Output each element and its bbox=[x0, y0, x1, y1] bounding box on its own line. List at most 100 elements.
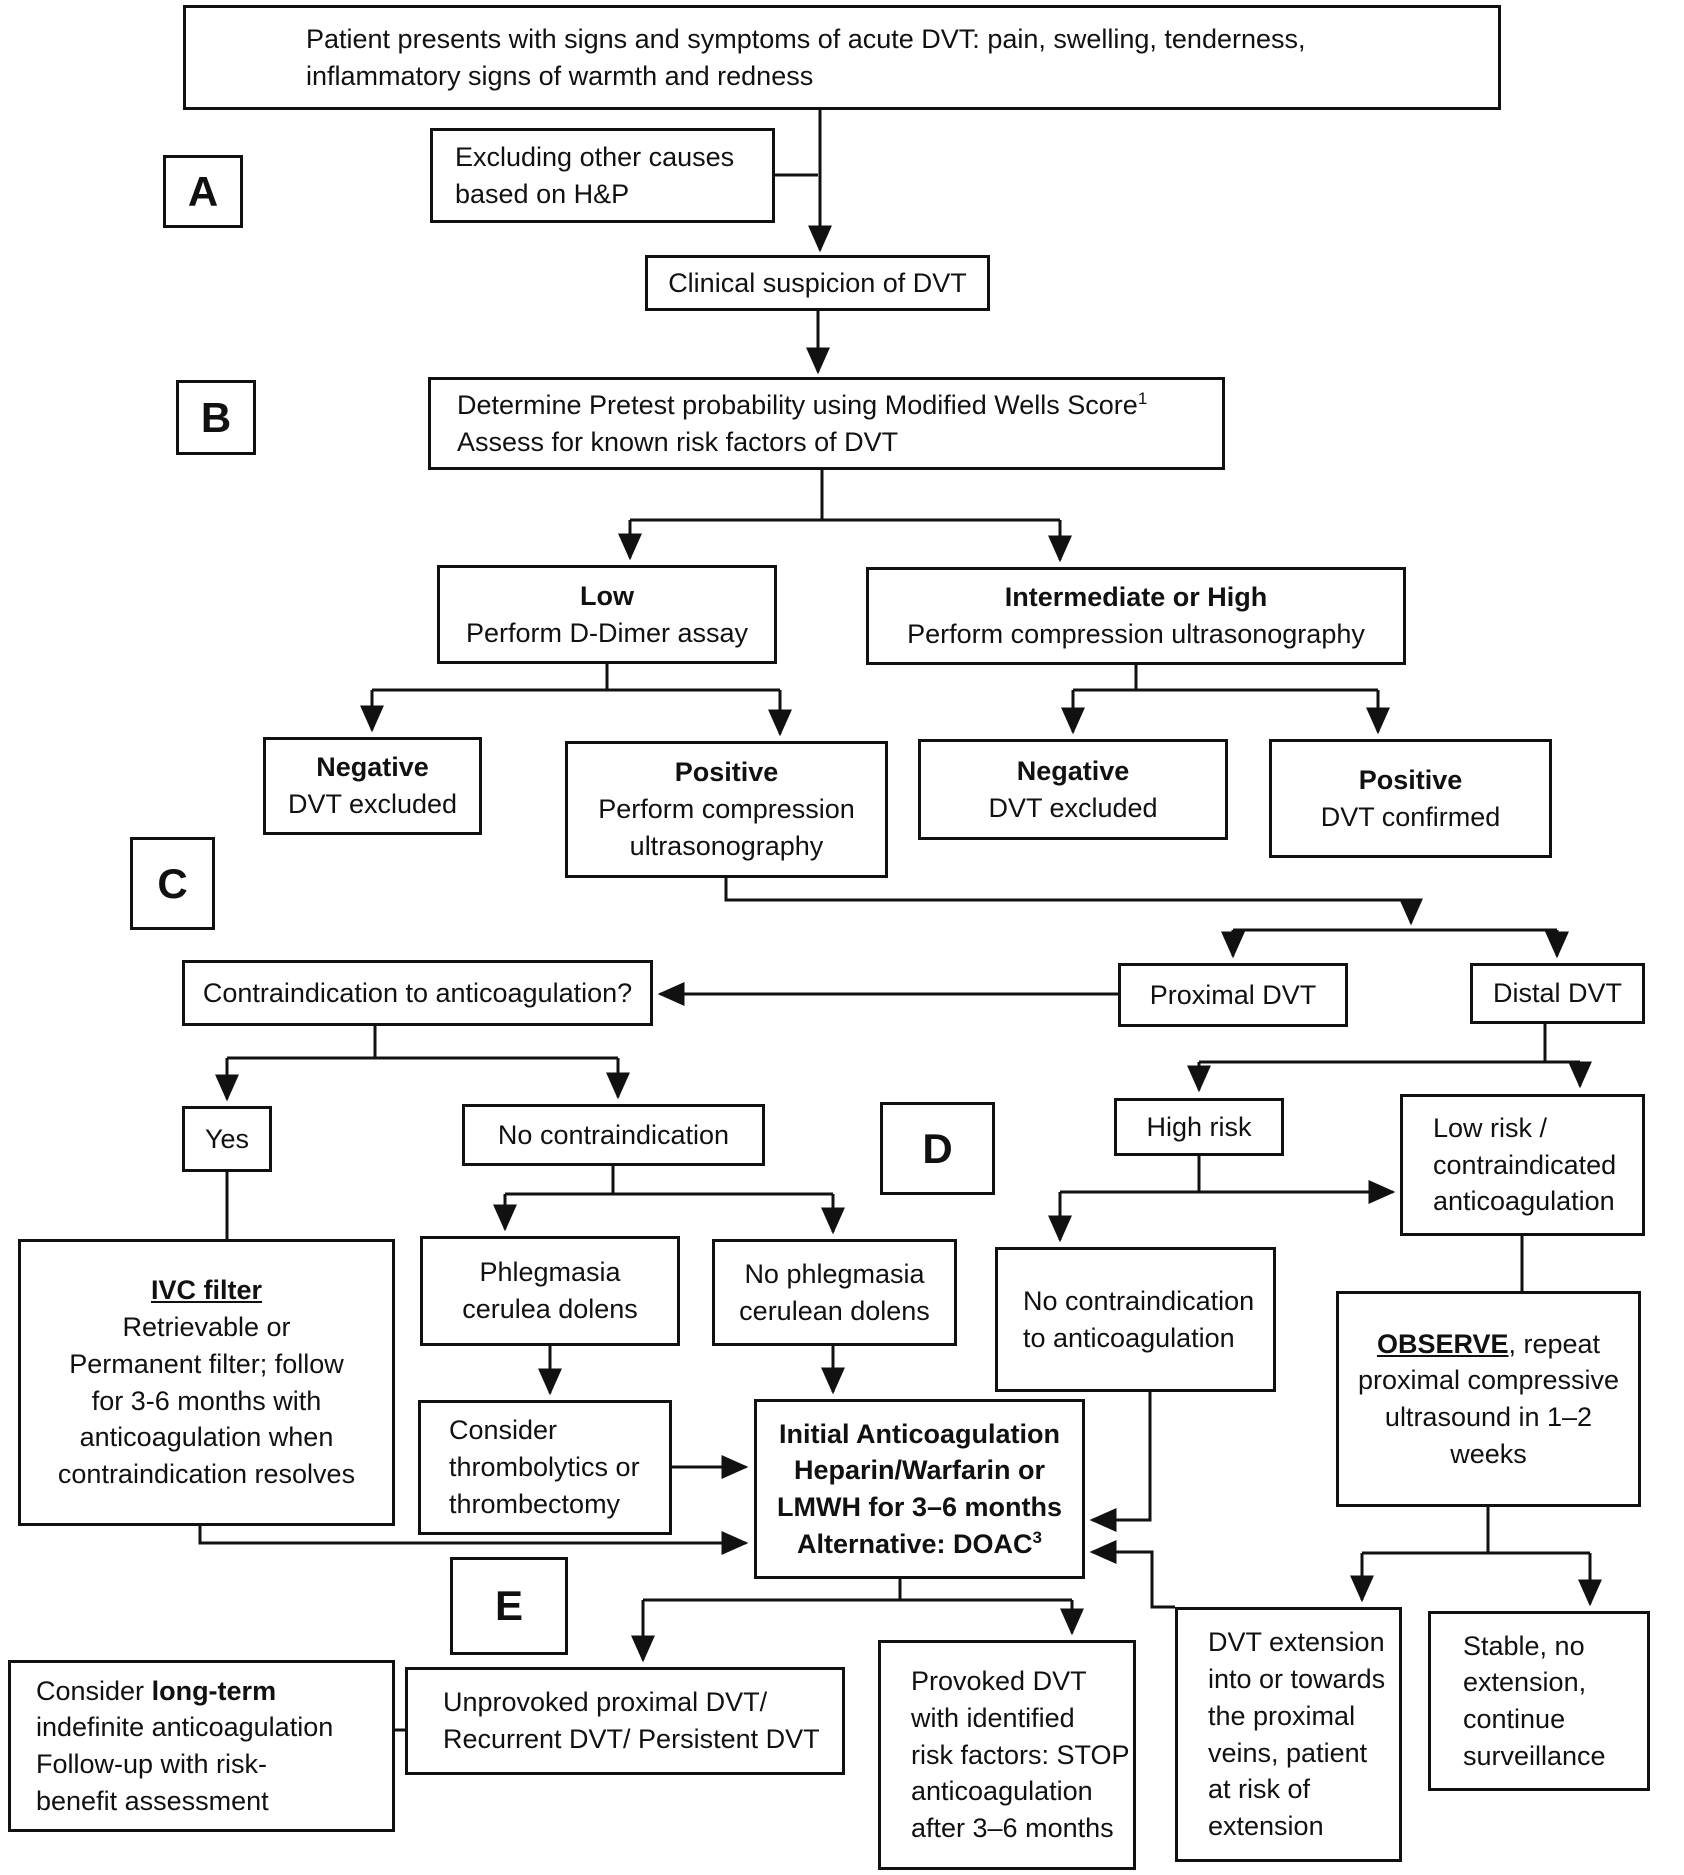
text-line: DVT excluded bbox=[287, 789, 458, 819]
text-line: weeks bbox=[1450, 1438, 1527, 1469]
node-clinical-suspicion: Clinical suspicion of DVT bbox=[645, 255, 990, 311]
text-line: Unprovoked proximal DVT/ bbox=[443, 1687, 768, 1718]
text-line: Consider long-term bbox=[36, 1673, 276, 1710]
node-determine-pretest: Determine Pretest probability using Modi… bbox=[428, 377, 1225, 470]
node-high-risk: High risk bbox=[1114, 1098, 1284, 1156]
text-line: Yes bbox=[204, 1123, 250, 1154]
node-ivc-filter: IVC filter Retrievable or Permanent filt… bbox=[18, 1239, 395, 1526]
text-line: Negative bbox=[316, 752, 429, 783]
text-line: DVT confirmed bbox=[1320, 801, 1501, 832]
text-segment: OBSERVE bbox=[1376, 1328, 1509, 1359]
text-line: No phlegmasia bbox=[744, 1258, 925, 1289]
text-line: for 3-6 months with bbox=[91, 1385, 322, 1416]
node-unprovoked-dvt: Unprovoked proximal DVT/ Recurrent DVT/ … bbox=[405, 1667, 845, 1775]
text-line: extension bbox=[1208, 1810, 1324, 1841]
text-line: Recurrent DVT/ Persistent DVT bbox=[443, 1724, 820, 1754]
text-line: Alternative: DOAC3 bbox=[797, 1526, 1042, 1563]
text-line: cerulea dolens bbox=[462, 1294, 638, 1324]
text-line: Excluding other causes bbox=[455, 141, 735, 172]
connector bbox=[198, 1526, 749, 1555]
node-excluding-other-causes: Excluding other causes based on H&P bbox=[430, 128, 775, 223]
text-line: extension, bbox=[1463, 1667, 1587, 1698]
text-segment: , repeat bbox=[1508, 1328, 1601, 1359]
text-line: Contraindication to anticoagulation? bbox=[202, 977, 633, 1008]
text-line: Low risk / bbox=[1433, 1112, 1548, 1143]
text-line: No contraindication bbox=[1023, 1285, 1255, 1316]
text-segment: Determine Pretest probability using Modi… bbox=[457, 389, 1138, 420]
text-line: after 3–6 months bbox=[911, 1813, 1114, 1844]
node-yes: Yes bbox=[182, 1106, 272, 1172]
text-line: IVC filter bbox=[150, 1275, 263, 1306]
text-line: Negative bbox=[1016, 755, 1130, 786]
connector bbox=[1089, 1392, 1152, 1532]
node-no-phlegmasia: No phlegmasia cerulean dolens bbox=[712, 1239, 957, 1346]
text-line: Clinical suspicion of DVT bbox=[668, 267, 967, 298]
text-line: Phlegmasia bbox=[479, 1257, 621, 1288]
stage-label-b: B bbox=[176, 380, 256, 455]
text-line: Retrievable or bbox=[122, 1312, 291, 1343]
stage-label-c: C bbox=[130, 837, 215, 930]
text-line: Permanent filter; follow bbox=[69, 1348, 344, 1379]
text-line: Heparin/Warfarin or bbox=[793, 1455, 1046, 1486]
text-line: Intermediate or High bbox=[1004, 582, 1268, 613]
text-line: DVT extension bbox=[1208, 1627, 1385, 1658]
node-low-risk: Low risk / contraindicated anticoagulati… bbox=[1400, 1094, 1645, 1236]
text-line: Positive bbox=[1358, 764, 1463, 795]
text-line: Distal DVT bbox=[1492, 978, 1622, 1009]
text-line: based on H&P bbox=[455, 178, 630, 209]
connector-lines bbox=[198, 110, 1602, 1732]
stage-label-d-text: D bbox=[922, 1124, 953, 1172]
text-line: OBSERVE, repeat bbox=[1377, 1326, 1600, 1363]
node-ultrasound-negative: Negative DVT excluded bbox=[918, 739, 1228, 840]
text-line: LMWH for 3–6 months bbox=[776, 1492, 1062, 1522]
connector bbox=[724, 878, 1423, 926]
text-line: Proximal DVT bbox=[1149, 979, 1317, 1010]
node-ddimer-positive: Positive Perform compression ultrasonogr… bbox=[565, 741, 888, 878]
text-line: at risk of bbox=[1208, 1774, 1311, 1805]
text-line: proximal compressive bbox=[1357, 1365, 1620, 1396]
stage-label-e-text: E bbox=[494, 1582, 523, 1629]
stage-label-e: E bbox=[450, 1557, 568, 1655]
node-ultrasound-positive: Positive DVT confirmed bbox=[1269, 739, 1552, 858]
text-line: contraindication resolves bbox=[57, 1458, 356, 1489]
text-line: risk factors: STOP bbox=[911, 1739, 1130, 1770]
stage-label-a: A bbox=[163, 155, 243, 228]
node-patient-presents: Patient presents with signs and symptoms… bbox=[183, 5, 1501, 110]
text-segment: Consider bbox=[36, 1675, 145, 1706]
text-line: Positive bbox=[674, 757, 779, 788]
text-segment: long-term bbox=[151, 1675, 277, 1706]
text-line: anticoagulation bbox=[1433, 1186, 1615, 1217]
text-line: Consider bbox=[449, 1415, 558, 1446]
text-line: continue bbox=[1463, 1704, 1566, 1734]
node-distal-dvt: Distal DVT bbox=[1470, 963, 1645, 1024]
text-line: Perform compression bbox=[598, 794, 855, 825]
text-line: cerulean dolens bbox=[739, 1295, 930, 1326]
node-ddimer-negative: Negative DVT excluded bbox=[263, 737, 482, 835]
text-line: Low bbox=[580, 580, 634, 611]
text-line: Stable, no bbox=[1463, 1630, 1585, 1661]
node-stable-surveillance: Stable, no extension, continue surveilla… bbox=[1428, 1611, 1650, 1791]
text-line: contraindicated bbox=[1433, 1149, 1617, 1180]
text-line: inflammatory signs of warmth and redness bbox=[306, 60, 814, 91]
connector bbox=[1089, 1540, 1175, 1609]
stage-label-c-text: C bbox=[157, 859, 188, 907]
stage-label-a-text: A bbox=[187, 167, 219, 215]
text-line: ultrasound in 1–2 bbox=[1384, 1402, 1593, 1432]
text-line: indefinite anticoagulation bbox=[36, 1712, 334, 1743]
text-line: benefit assessment bbox=[36, 1785, 269, 1816]
superscript-1: 1 bbox=[1137, 388, 1148, 408]
text-line: Perform compression ultrasonography bbox=[907, 619, 1365, 649]
text-segment: Alternative: DOAC bbox=[796, 1528, 1033, 1559]
node-long-term-anticoagulation: Consider long-term indefinite anticoagul… bbox=[8, 1660, 395, 1832]
text-line: Perform D-Dimer assay bbox=[465, 617, 749, 648]
text-line: anticoagulation when bbox=[79, 1422, 334, 1453]
text-line: thrombolytics or bbox=[449, 1452, 640, 1483]
node-no-contraindication: No contraindication bbox=[462, 1104, 765, 1166]
superscript-3: 3 bbox=[1032, 1527, 1042, 1547]
text-line: thrombectomy bbox=[449, 1488, 621, 1519]
stage-label-b-text: B bbox=[200, 393, 232, 441]
text-line: the proximal bbox=[1208, 1700, 1356, 1731]
node-intermediate-high-pretest: Intermediate or High Perform compression… bbox=[866, 567, 1406, 665]
